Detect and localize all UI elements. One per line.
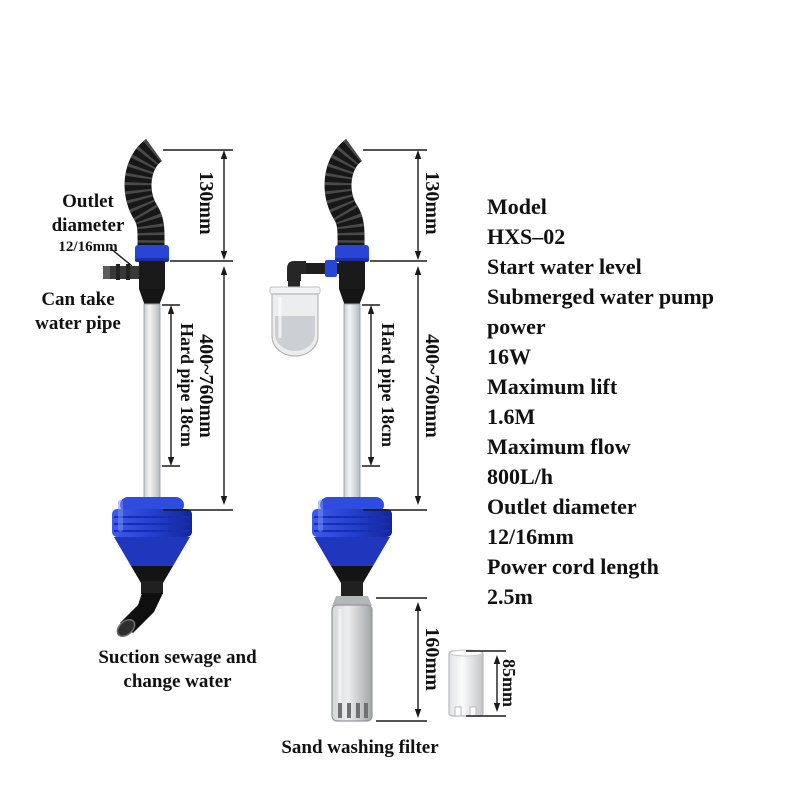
- pump-base-left: [114, 537, 190, 566]
- nozzle-opening-left: [116, 618, 136, 638]
- fitting-taper-right: [339, 289, 365, 306]
- outlet-diameter-label: Outlet diameter: [51, 191, 125, 236]
- blue-collar-left: [135, 245, 169, 262]
- elbow-corner: [287, 261, 306, 281]
- collar-cyl-left: [141, 581, 163, 594]
- spec-line-max-lift-value: 1.6M: [487, 404, 536, 429]
- spec-line-outlet-value: 12/16mm: [487, 524, 574, 549]
- spec-line-model-value: HXS–02: [487, 224, 566, 249]
- device-left: [103, 139, 192, 638]
- barb-outlet-left: [103, 266, 141, 279]
- spec-line-cord-value: 2.5m: [487, 584, 533, 609]
- dim-pipe-range-right: 400~760mm: [421, 334, 444, 438]
- dim-hose-left: 130mm: [195, 171, 218, 235]
- filter-slot: [364, 703, 368, 718]
- pump-base-right: [314, 537, 390, 566]
- sand-filter-label: Sand washing filter: [281, 737, 439, 758]
- dim-hose-right: 130mm: [421, 171, 444, 235]
- blue-collar-right: [335, 245, 369, 262]
- filter-slot: [347, 703, 351, 718]
- dim-hard-pipe-left: Hard pipe 18cm: [177, 323, 198, 447]
- small-filter-part: [448, 649, 484, 717]
- filter-slot: [338, 703, 342, 718]
- fitting-right: [339, 261, 365, 289]
- sand-filter-body: [331, 604, 373, 722]
- spec-line-pump-power-value: 16W: [487, 344, 531, 369]
- dim-small-filter-length: 85mm: [499, 659, 520, 707]
- small-filter-notch: [454, 706, 462, 717]
- dim-hard-pipe-right: Hard pipe 18cm: [378, 323, 399, 447]
- collar-cyl-right: [341, 581, 363, 596]
- suction-label: Suction sewage and change water: [98, 647, 257, 692]
- fitting-taper-left: [139, 289, 165, 306]
- pump-highlight: [318, 500, 323, 532]
- spec-line-max-lift-title: Maximum lift: [487, 374, 618, 399]
- spec-list: Model HXS–02 Start water level Submerged…: [487, 192, 747, 612]
- collar-right: [331, 566, 373, 583]
- device-right: [269, 139, 392, 722]
- clear-pipe-left: [143, 303, 161, 505]
- spec-line-pump-power-title: Submerged water pump power: [487, 284, 714, 339]
- cup-rim: [269, 286, 321, 295]
- barb-tip-left: [103, 266, 110, 279]
- intake-label: Can take water pipe: [35, 289, 121, 334]
- clear-pipe-right: [343, 303, 361, 505]
- elbow-blue-ring: [325, 260, 337, 277]
- spec-line-outlet-title: Outlet diameter: [487, 494, 637, 519]
- hose-ribs-left: [124, 139, 165, 249]
- small-filter-notch: [469, 706, 477, 717]
- dim-filter-length: 160mm: [421, 627, 444, 691]
- elbow-pipe: [299, 263, 339, 274]
- spec-line-start-water-level: Start water level: [487, 254, 642, 279]
- filter-shoulder: [332, 596, 372, 606]
- dimension-arrowheads: [167, 150, 501, 718]
- small-filter-body: [448, 650, 484, 717]
- barb-ridge-2: [126, 264, 130, 280]
- hose-ribs-right: [324, 139, 365, 249]
- pump-highlight: [118, 500, 123, 532]
- collar-left: [131, 566, 173, 583]
- cup-contents: [275, 316, 315, 351]
- barb-ridge-1: [116, 264, 120, 280]
- spec-line-cord-title: Power cord length: [487, 554, 659, 579]
- filter-slot: [356, 703, 360, 718]
- spec-line-max-flow-value: 800L/h: [487, 464, 554, 489]
- outlet-diameter-value: 12/16mm: [58, 239, 118, 255]
- spec-line-max-flow-title: Maximum flow: [487, 434, 631, 459]
- dimension-lines: [109, 149, 506, 722]
- fitting-left: [139, 261, 165, 289]
- spec-line-model-title: Model: [487, 194, 547, 219]
